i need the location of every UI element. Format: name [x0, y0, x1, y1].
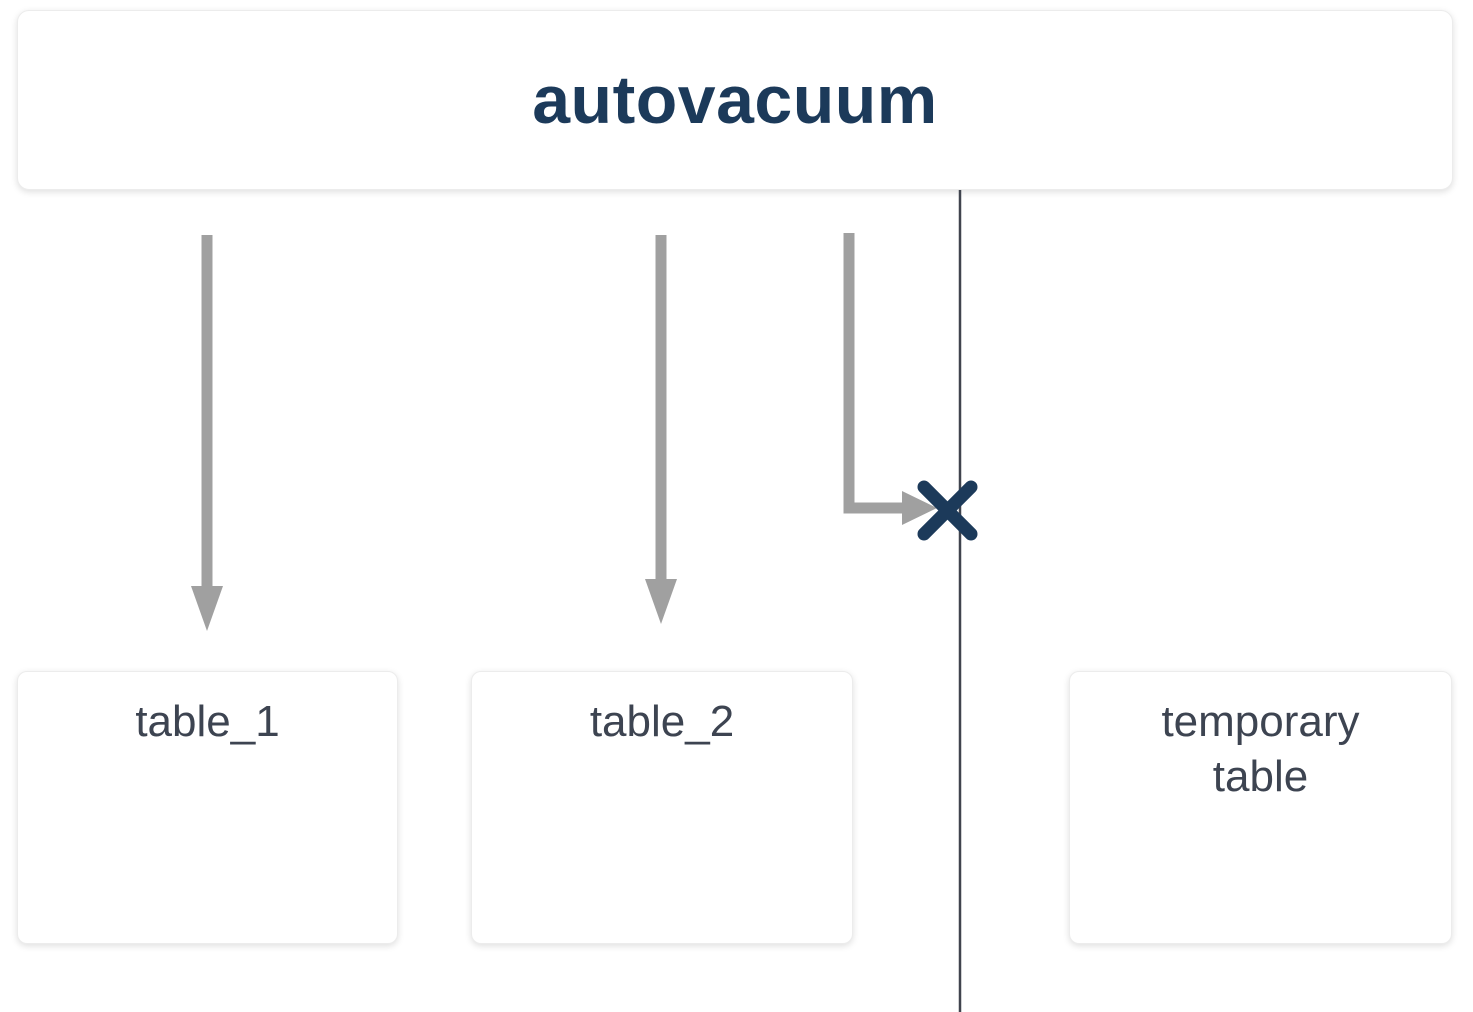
blocked-x-icon: [917, 480, 978, 541]
arrow-to-table-2-head-icon: [645, 579, 677, 624]
node-temporary-table: temporary table: [1069, 671, 1452, 944]
arrow-to-table-1: [191, 235, 223, 631]
node-table-1-label: table_1: [135, 697, 280, 746]
arrow-to-temporary-table-shaft: [843, 233, 904, 514]
node-table-1: table_1: [17, 671, 398, 944]
node-table-2: table_2: [471, 671, 853, 944]
node-temporary-table-label: temporary table: [1161, 697, 1360, 801]
arrow-to-temporary-table-head-icon: [902, 491, 937, 525]
autovacuum-title: autovacuum: [532, 62, 938, 138]
arrow-to-temporary-table-blocked: [843, 233, 978, 541]
autovacuum-node: autovacuum: [17, 10, 1453, 190]
arrow-to-table-2: [645, 235, 677, 624]
node-table-2-label: table_2: [589, 697, 735, 746]
arrow-to-table-1-head-icon: [191, 586, 223, 631]
